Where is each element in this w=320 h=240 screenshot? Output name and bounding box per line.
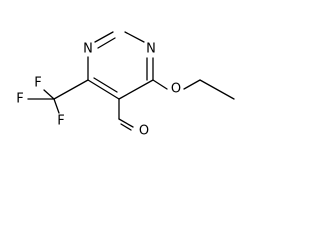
bond-c2-n3 [124, 31, 145, 43]
atom-f-left: F [16, 92, 23, 107]
atom-n-top: N [83, 42, 93, 57]
atom-n-right: N [146, 42, 156, 57]
bond-ch2-ch3 [199, 79, 235, 100]
bond-c4-c5 [118, 79, 154, 100]
atom-f-top: F [34, 76, 41, 91]
bond-cf3-f-top [43, 89, 55, 100]
chemical-structure-diagram: N N O O F F F [16, 31, 235, 139]
bond-o-ch2 [183, 79, 201, 90]
bond-n1-c2 [94, 31, 114, 43]
atom-o-ether: O [171, 82, 181, 97]
bond-n1-c2-inner [97, 37, 116, 49]
bond-c4-o-ether [152, 79, 168, 90]
atom-o-aldehyde: O [139, 124, 149, 139]
bond-c5-c6-inner [93, 77, 118, 93]
atom-f-bottom: F [57, 114, 64, 129]
bond-cf3-f-bottom [53, 98, 60, 114]
bond-c5-c6 [87, 79, 120, 100]
bond-c6-cf3 [53, 79, 89, 100]
bond-cho-o-double [120, 123, 132, 131]
bond-cho-o [118, 118, 134, 128]
